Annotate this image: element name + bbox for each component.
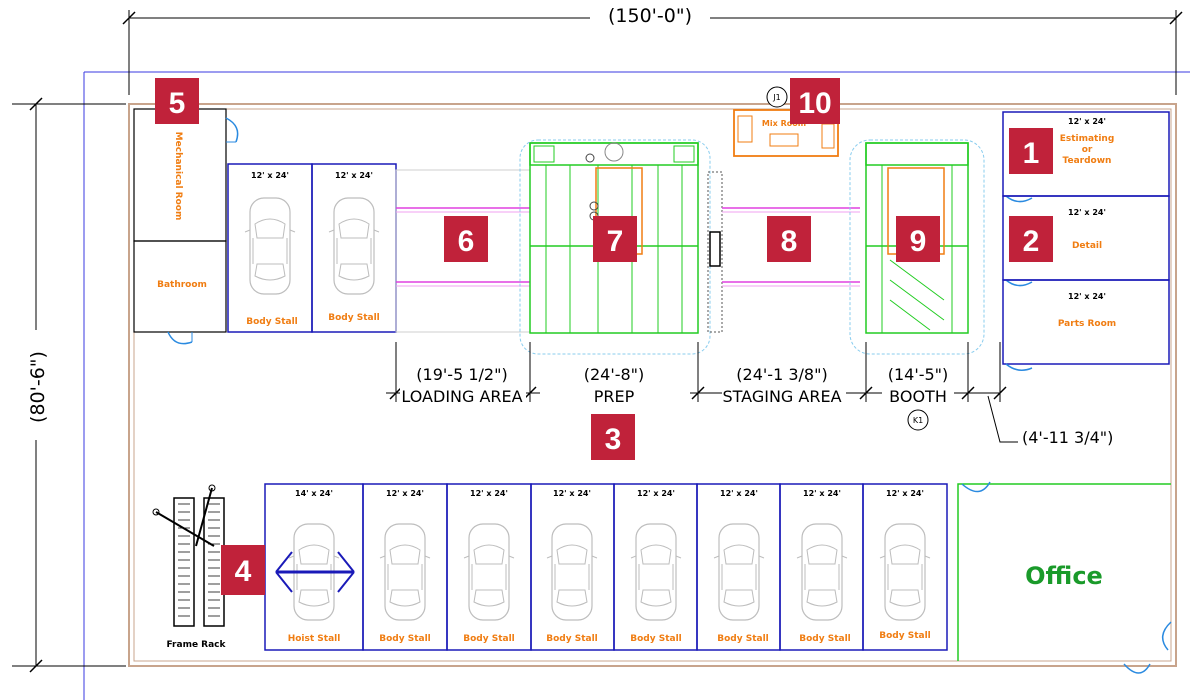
bottom-stall-6-size: 12' x 24' [720,489,758,498]
bottom-stall-6-label: Body Stall [717,634,769,644]
estimating-room-size: 12' x 24' [1068,117,1106,126]
bottom-stalls: 14' x 24' Hoist Stall 12' x 24' Body Sta… [264,483,948,651]
bottom-stall-4: 12' x 24' Body Stall [530,483,615,651]
dim-booth: (14'-5") [888,365,949,384]
tag-j1: J1 [772,93,780,102]
badge-7-number: 7 [607,225,624,258]
top-stall-2-label: Body Stall [328,313,380,323]
bathroom [133,240,227,333]
bathroom-door [167,331,193,345]
dim-prep: (24'-8") [584,365,645,384]
area-staging-label: STAGING AREA [722,387,841,406]
bottom-stall-8-label: Body Stall [879,631,931,641]
badge-10: 10 [790,78,840,124]
top-stall-2: 12' x 24' Body Stall [311,163,397,333]
badge-8: 8 [767,216,811,262]
dimension-overall-depth: (80'-6") [12,97,126,673]
detail-room-label: Detail [1072,241,1102,251]
badge-9-number: 9 [910,225,927,258]
badge-9: 9 [896,216,940,262]
frame-rack: Frame Rack [152,484,227,650]
bottom-stall-7-label: Body Stall [799,634,851,644]
mechanical-room-door [225,117,239,143]
area-loading-label: LOADING AREA [401,387,522,406]
hoist-stall: 14' x 24' Hoist Stall [264,483,364,651]
badge-8-number: 8 [781,225,798,258]
dim-gap: (4'-11 3/4") [1022,428,1113,447]
staging-area-rails [707,171,860,333]
badge-10-number: 10 [798,87,831,120]
top-stall-2-size: 12' x 24' [335,171,373,180]
bottom-stall-6: 12' x 24' Body Stall [696,483,781,651]
estimating-room-label-2: or [1082,145,1093,155]
badge-7: 7 [593,216,637,262]
bottom-stall-2-label: Body Stall [379,634,431,644]
overall-width-label: (150'-0") [608,5,692,27]
dimension-overall-width: (150'-0") [122,4,1183,95]
area-dimensions: (19'-5 1/2") (24'-8") (24'-1 3/8") (14'-… [386,342,1113,447]
badge-6: 6 [444,216,488,262]
dim-staging: (24'-1 3/8") [736,365,827,384]
bottom-stall-2: 12' x 24' Body Stall [362,483,448,651]
mechanical-room-label: Mechanical Room [173,132,183,221]
overall-depth-label: (80'-6") [27,351,49,423]
detail-room-size: 12' x 24' [1068,208,1106,217]
area-booth-label: BOOTH [889,387,947,406]
top-stall-1: 12' x 24' Body Stall [227,163,313,333]
building-inner-wall [133,108,1172,662]
badge-4-number: 4 [235,555,252,588]
area-prep-label: PREP [594,387,635,406]
bottom-stall-7: 12' x 24' Body Stall [779,483,864,651]
bottom-stall-5-size: 12' x 24' [637,489,675,498]
loading-area-rails [395,169,531,333]
badge-3: 3 [591,414,635,460]
badge-1-number: 1 [1023,137,1040,170]
bottom-stall-5-label: Body Stall [630,634,682,644]
office-label: Office [1025,562,1103,590]
estimating-room-label-3: Teardown [1063,156,1112,166]
bottom-stall-5: 12' x 24' Body Stall [613,483,698,651]
mix-room: Mix Room J1 [733,86,839,157]
badge-6-number: 6 [458,225,475,258]
estimating-room-label-1: Estimating [1060,134,1115,144]
bathroom-label: Bathroom [157,280,207,290]
frame-rack-label: Frame Rack [166,640,226,650]
bottom-stall-4-size: 12' x 24' [553,489,591,498]
badge-3-number: 3 [605,423,622,456]
badge-5-number: 5 [169,87,186,120]
building-outer-wall [128,103,1177,667]
tag-k1: K1 [913,416,923,425]
bottom-stall-7-size: 12' x 24' [803,489,841,498]
hoist-stall-label: Hoist Stall [288,634,341,644]
bottom-stall-8: 12' x 24' Body Stall [862,483,948,651]
bottom-stall-2-size: 12' x 24' [386,489,424,498]
bottom-stall-3-label: Body Stall [463,634,515,644]
parts-room-size: 12' x 24' [1068,292,1106,301]
bottom-stall-8-size: 12' x 24' [886,489,924,498]
office: Office [957,481,1172,674]
top-stall-1-label: Body Stall [246,317,298,327]
bottom-stall-4-label: Body Stall [546,634,598,644]
parts-room-label: Parts Room [1058,319,1116,329]
dim-loading: (19'-5 1/2") [416,365,507,384]
top-stall-1-size: 12' x 24' [251,171,289,180]
hoist-stall-size: 14' x 24' [295,489,333,498]
badge-4: 4 [221,545,265,595]
badge-2: 2 [1009,216,1053,262]
badge-1: 1 [1009,128,1053,174]
mix-room-label: Mix Room [762,119,806,128]
bottom-stall-3-size: 12' x 24' [470,489,508,498]
badge-2-number: 2 [1023,225,1040,258]
parts-room: 12' x 24' Parts Room [1002,279,1170,371]
bottom-stall-3: 12' x 24' Body Stall [446,483,532,651]
badge-5: 5 [155,78,199,124]
